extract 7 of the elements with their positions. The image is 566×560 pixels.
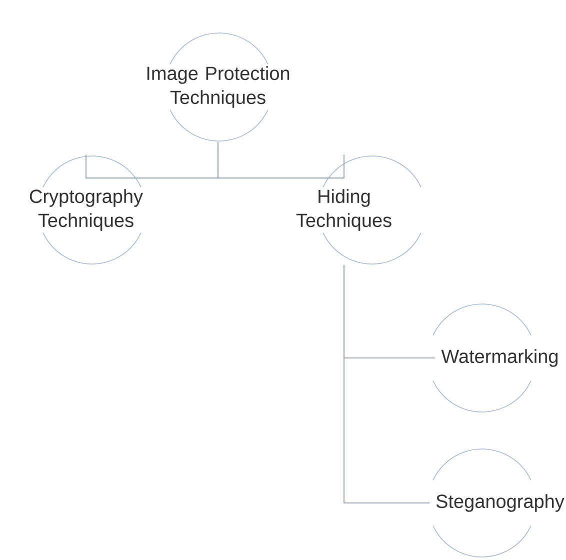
circle-node: Hiding Techniques (296, 156, 422, 264)
circle-node: Watermarking (432, 304, 558, 412)
connector-line (218, 142, 344, 178)
circle-node: Cryptography Techniques (30, 156, 143, 264)
circle-node: Steganography (432, 448, 564, 558)
circle-node: Image Protection Techniques (147, 32, 290, 142)
connector-line (344, 264, 430, 504)
